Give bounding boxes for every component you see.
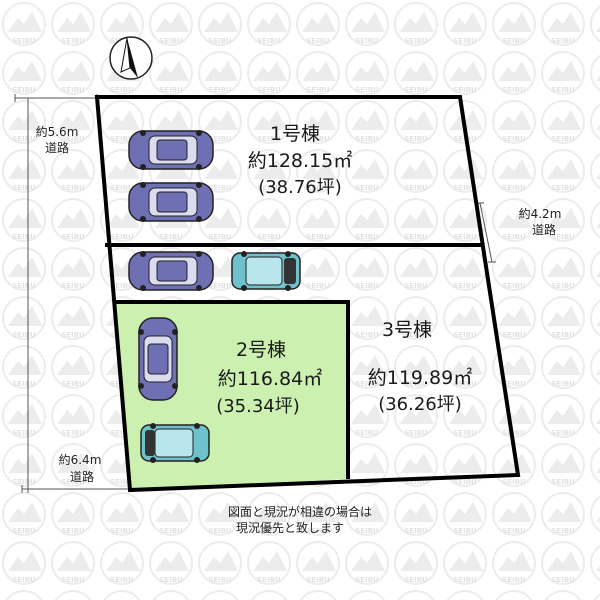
north-arrow-icon <box>109 36 153 80</box>
road-west-lower-width: 約6.4m <box>59 452 102 467</box>
lot-boundaries <box>94 95 521 493</box>
lot-2-name: 2号棟 <box>236 339 286 361</box>
lot-3-area: 約119.89㎡ <box>368 366 472 389</box>
road-label-west-upper: 約5.6m 道路 <box>36 124 79 155</box>
lot-1-name: 1号棟 <box>270 123 320 145</box>
car-lot2-teal <box>140 423 210 463</box>
lot-3-label: 3号棟 約119.89㎡ (36.26坪) <box>368 319 472 415</box>
road-west-upper-width: 約5.6m <box>36 124 79 139</box>
car-lot1-3 <box>128 250 214 292</box>
lot-2-area: 約116.84㎡ <box>218 367 322 390</box>
disclaimer-note: 図面と現況が相違の場合は 現況優先と致します <box>228 504 372 535</box>
car-lot2-purple <box>138 317 178 401</box>
road-label-east: 約4.2m 道路 <box>519 206 562 237</box>
car-lot1-2 <box>128 181 214 223</box>
lot-1-area: 約128.15㎡ <box>248 149 352 172</box>
lot-2-label: 2号棟 約116.84㎡ (35.34坪) <box>216 339 322 417</box>
car-lot1-1 <box>128 129 214 171</box>
road-label-west-lower: 約6.4m 道路 <box>59 452 102 484</box>
note-line-2: 現況優先と致します <box>236 520 344 535</box>
lot-1-label: 1号棟 約128.15㎡ (38.76坪) <box>248 123 352 198</box>
car-lot1-teal <box>231 251 301 291</box>
lot-2-tsubo: (35.34坪) <box>216 396 300 417</box>
lot-3-name: 3号棟 <box>382 319 432 341</box>
road-east-label: 道路 <box>532 222 556 237</box>
lot-1-tsubo: (38.76坪) <box>258 177 342 198</box>
lot-3-tsubo: (36.26坪) <box>378 394 462 415</box>
road-dimension-west-lower <box>21 485 130 493</box>
note-line-1: 図面と現況が相違の場合は <box>228 504 372 519</box>
road-west-lower-label: 道路 <box>70 469 94 484</box>
road-east-width: 約4.2m <box>519 206 562 221</box>
road-west-upper-label: 道路 <box>45 140 69 155</box>
